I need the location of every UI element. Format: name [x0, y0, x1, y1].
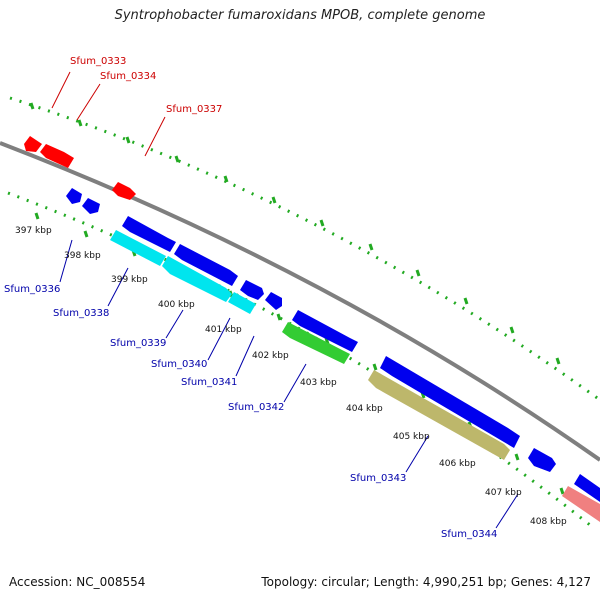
- gene-arrow-khaki[interactable]: [368, 370, 510, 460]
- gene-label-top[interactable]: Sfum_0337: [166, 104, 222, 115]
- major-tick: [29, 102, 35, 110]
- kbp-label: 397 kbp: [15, 226, 52, 236]
- gene-arrow-blue[interactable]: [265, 292, 282, 310]
- gene-arrow-blue[interactable]: [122, 216, 176, 252]
- gene-arrow-cyan[interactable]: [228, 292, 256, 314]
- kbp-label: 403 kbp: [300, 378, 337, 388]
- gene-arrow-cyan[interactable]: [110, 230, 166, 266]
- gene-arrow-blue[interactable]: [528, 448, 556, 472]
- kbp-label: 408 kbp: [530, 517, 567, 527]
- major-tick: [372, 363, 378, 371]
- gene-label-bottom[interactable]: Sfum_0344: [441, 529, 497, 540]
- leader-line: [495, 493, 519, 529]
- kbp-label: 398 kbp: [64, 251, 101, 261]
- gene-arrow-red[interactable]: [24, 136, 42, 152]
- gene-arrow-blue[interactable]: [292, 310, 358, 352]
- gene-label-bottom[interactable]: Sfum_0336: [4, 284, 60, 295]
- bottom-label-leaders: [59, 239, 519, 529]
- gene-arrow-blue[interactable]: [66, 188, 82, 204]
- major-tick: [319, 219, 325, 227]
- gene-arrow-blue[interactable]: [174, 244, 238, 286]
- major-tick: [223, 175, 229, 183]
- gene-arrow-blue[interactable]: [574, 474, 600, 502]
- leader-line: [107, 267, 129, 307]
- major-tick: [276, 313, 282, 321]
- major-tick: [83, 230, 89, 238]
- kbp-label: 404 kbp: [346, 404, 383, 414]
- leader-line: [144, 116, 166, 157]
- gene-arrow-blue[interactable]: [82, 198, 100, 214]
- gene-arrow-green[interactable]: [282, 322, 350, 364]
- gene-label-bottom[interactable]: Sfum_0340: [151, 359, 207, 370]
- major-tick: [463, 297, 469, 305]
- gene-label-bottom[interactable]: Sfum_0342: [228, 402, 284, 413]
- genome-summary-text: Topology: circular; Length: 4,990,251 bp…: [261, 575, 591, 589]
- kbp-position-labels: 397 kbp 398 kbp 399 kbp 400 kbp 401 kbp …: [15, 226, 567, 527]
- outer-tick-ring: [9, 96, 600, 402]
- leader-line: [51, 71, 71, 109]
- leader-line: [283, 363, 307, 403]
- inner-tick-ring: [7, 191, 591, 527]
- gene-label-top[interactable]: Sfum_0334: [100, 71, 156, 82]
- gene-label-bottom[interactable]: Sfum_0338: [53, 308, 109, 319]
- kbp-label: 402 kbp: [252, 351, 289, 361]
- top-strand-genes: [24, 136, 136, 200]
- leader-line: [76, 83, 101, 121]
- major-tick: [34, 212, 40, 220]
- bottom-strand-genes-cyan: [110, 230, 256, 314]
- major-tick: [271, 196, 277, 204]
- leader-line: [59, 239, 73, 283]
- major-tick: [555, 357, 561, 365]
- gene-label-bottom[interactable]: Sfum_0341: [181, 377, 237, 388]
- major-tick: [174, 155, 180, 163]
- bottom-gene-labels: Sfum_0336 Sfum_0338 Sfum_0339 Sfum_0340 …: [4, 284, 497, 540]
- kbp-label: 405 kbp: [393, 432, 430, 442]
- major-tick: [77, 119, 83, 127]
- kbp-label: 406 kbp: [439, 459, 476, 469]
- top-gene-labels: Sfum_0333 Sfum_0334 Sfum_0337: [70, 56, 222, 115]
- major-tick: [125, 136, 131, 144]
- top-label-leaders: [51, 71, 166, 157]
- leader-line: [405, 435, 429, 473]
- gene-arrow-cyan[interactable]: [162, 256, 232, 302]
- major-tick: [559, 487, 565, 495]
- kbp-label: 400 kbp: [158, 300, 195, 310]
- major-tick: [514, 453, 520, 461]
- accession-text: Accession: NC_008554: [9, 575, 146, 589]
- gene-arrow-pink[interactable]: [562, 486, 600, 522]
- major-tick: [368, 243, 374, 251]
- leader-line: [235, 335, 255, 377]
- map-title: Syntrophobacter fumaroxidans MPOB, compl…: [114, 8, 486, 23]
- major-tick: [415, 269, 421, 277]
- leader-line: [207, 317, 231, 361]
- bottom-strand-genes-blue: [66, 188, 600, 502]
- gene-arrow-red[interactable]: [40, 144, 74, 168]
- gene-arrow-blue[interactable]: [240, 280, 264, 300]
- gene-arrow-blue[interactable]: [380, 356, 520, 448]
- gene-label-top[interactable]: Sfum_0333: [70, 56, 126, 67]
- kbp-label: 399 kbp: [111, 275, 148, 285]
- major-tick: [509, 326, 515, 334]
- kbp-label: 401 kbp: [205, 325, 242, 335]
- gene-label-bottom[interactable]: Sfum_0343: [350, 473, 406, 484]
- gene-arrow-red[interactable]: [112, 182, 136, 200]
- genome-backbone: [0, 141, 600, 462]
- kbp-label: 407 kbp: [485, 488, 522, 498]
- gene-label-bottom[interactable]: Sfum_0339: [110, 338, 166, 349]
- leader-line: [165, 309, 184, 339]
